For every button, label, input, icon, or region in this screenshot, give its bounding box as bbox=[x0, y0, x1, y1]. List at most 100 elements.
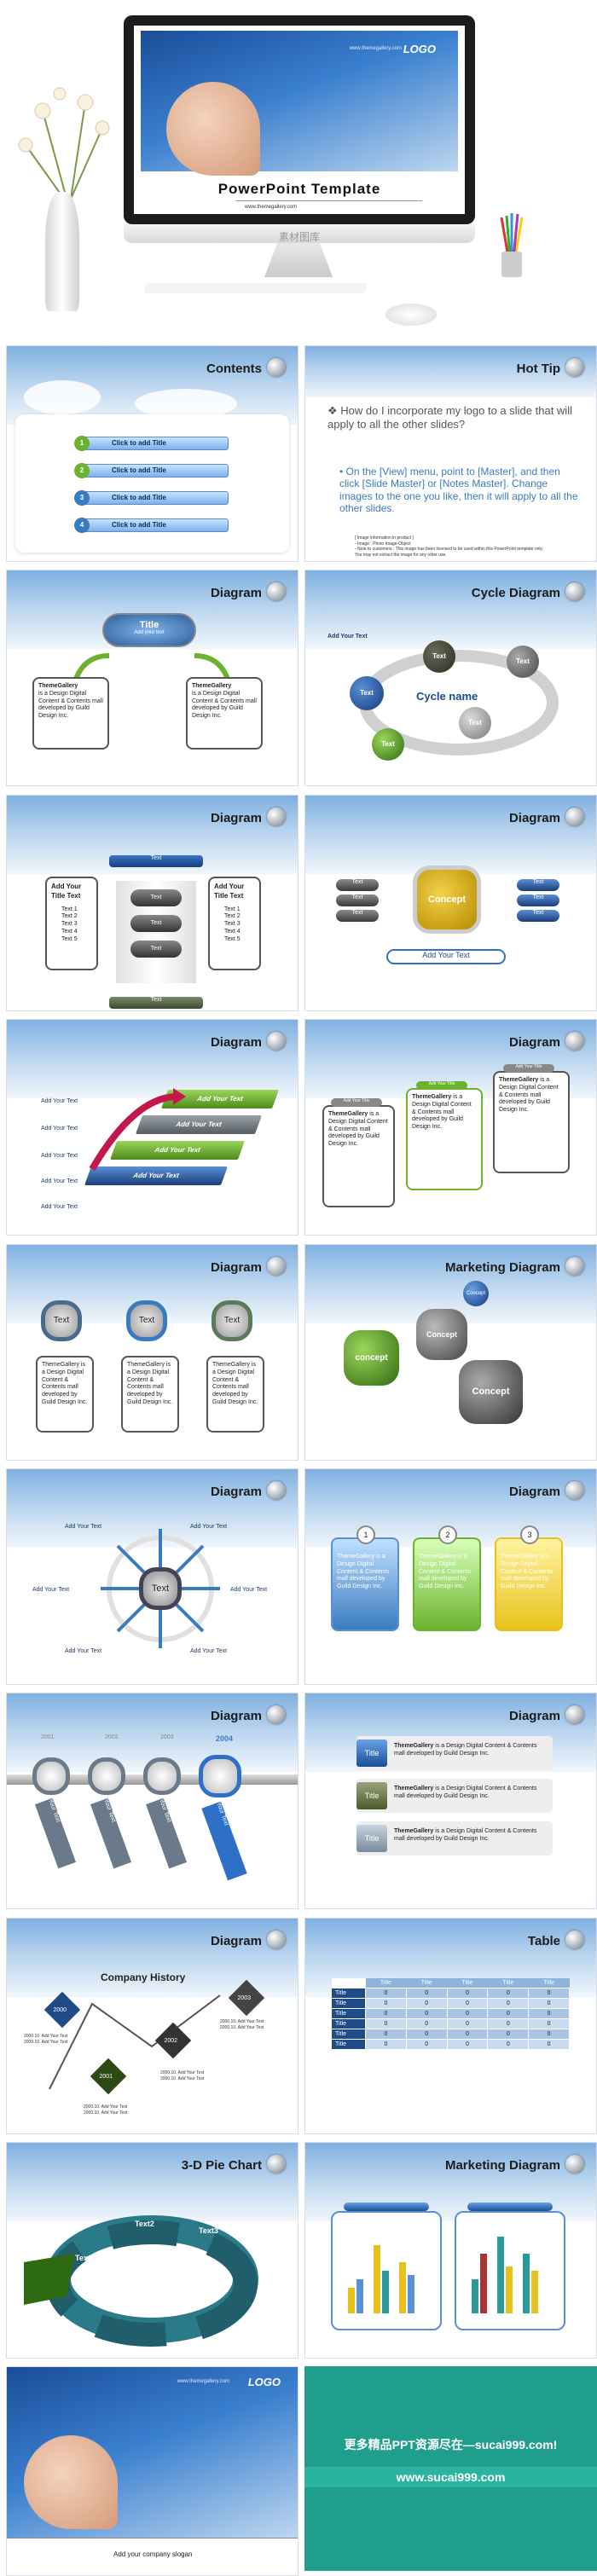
cloud bbox=[135, 389, 237, 419]
tip-question-text: How do I incorporate my logo to a slide … bbox=[327, 404, 572, 431]
bubble[interactable]: Concept bbox=[459, 1360, 523, 1424]
row-title[interactable]: Title bbox=[356, 1740, 387, 1767]
promo-banner[interactable]: 更多精品PPT资源尽在—sucai999.com! www.sucai999.c… bbox=[304, 2366, 597, 2571]
step-circle[interactable]: Text bbox=[212, 1300, 252, 1341]
watermark: 素材图库 bbox=[278, 231, 320, 243]
table-cell: 0 bbox=[528, 2039, 570, 2050]
drum: Text bbox=[130, 889, 182, 906]
slide-hottip[interactable]: Hot Tip ❖ How do I incorporate my logo t… bbox=[304, 345, 597, 562]
slide-diagram-8[interactable]: Diagram ThemeGallery is a Design Digital… bbox=[304, 1468, 597, 1685]
slide-diagram-10[interactable]: Diagram Title Title Title ThemeGallery i… bbox=[304, 1693, 597, 1909]
hub-label: Add Your Text bbox=[230, 1587, 268, 1593]
slide-badge-icon bbox=[565, 1257, 584, 1276]
cycle-node[interactable]: Text bbox=[423, 640, 455, 673]
timeline-key[interactable] bbox=[199, 1755, 241, 1797]
pie-label: Text4 bbox=[190, 2278, 210, 2286]
cycle-node[interactable]: Text bbox=[507, 645, 539, 678]
slide-table[interactable]: Table Title Title Title Title Title Titl… bbox=[304, 1918, 597, 2134]
key-tag: Your Text bbox=[145, 1797, 188, 1869]
slide-badge-icon bbox=[565, 808, 584, 826]
tube-number: 3 bbox=[520, 1525, 539, 1544]
slide-history[interactable]: Diagram Company History 2000 2001 2002 2… bbox=[6, 1918, 298, 2134]
step-circle[interactable]: Text bbox=[41, 1300, 82, 1341]
center-node[interactable]: Title Add your text bbox=[102, 613, 196, 647]
monitor-screen: www.themegallery.com LOGO PowerPoint Tem… bbox=[134, 26, 465, 214]
slide-closing[interactable]: www.themegallery.com LOGO Add your compa… bbox=[6, 2366, 298, 2576]
slide-marketing-2[interactable]: Marketing Diagram bbox=[304, 2142, 597, 2359]
tube-card[interactable]: ThemeGallery is a Design Digital Content… bbox=[413, 1537, 481, 1631]
sky-bg bbox=[7, 2143, 298, 2221]
center-title: Title bbox=[139, 620, 159, 630]
hero-title: PowerPoint Template bbox=[217, 181, 381, 197]
bubble[interactable]: Concept bbox=[463, 1281, 489, 1306]
timeline-key[interactable] bbox=[143, 1757, 181, 1795]
bubble[interactable]: Concept bbox=[416, 1309, 467, 1360]
slide-title: Cycle Diagram bbox=[471, 586, 560, 600]
cycle-node[interactable]: Text bbox=[372, 728, 404, 761]
list-item: Text 1 bbox=[224, 906, 241, 912]
sky-bg bbox=[7, 1469, 298, 1548]
slide-title: Diagram bbox=[210, 1035, 262, 1050]
year: 2004 bbox=[216, 1734, 234, 1743]
card-body: is a Design Digital Content & Contents m… bbox=[328, 1111, 388, 1147]
card-head: ThemeGallery bbox=[328, 1111, 368, 1117]
concept-circle[interactable]: Concept bbox=[413, 865, 481, 934]
table-header: Title bbox=[447, 1978, 488, 1988]
bubble[interactable]: concept bbox=[344, 1330, 399, 1386]
cycle-node[interactable]: Text bbox=[459, 707, 491, 739]
slide-badge-icon bbox=[565, 1931, 584, 1949]
hub-center[interactable]: Text bbox=[139, 1567, 182, 1610]
card-body: ThemeGallery is a Design Digital Content… bbox=[501, 1554, 554, 1589]
history-entry: 2000.10. Add Your Text bbox=[24, 2034, 68, 2039]
table-cell: 0 bbox=[528, 2008, 570, 2019]
step-circle[interactable]: Text bbox=[126, 1300, 167, 1341]
slide-cycle[interactable]: Cycle Diagram Add Your Text Cycle name T… bbox=[304, 570, 597, 786]
drum: Text bbox=[336, 910, 379, 922]
card-body: ThemeGallery is a Design Digital Content… bbox=[337, 1554, 390, 1589]
slide-diagram-4[interactable]: Diagram Add Your Text Add Your Text Add … bbox=[6, 1019, 298, 1236]
slide-diagram-6[interactable]: Diagram Text Text Text ThemeGallery is a… bbox=[6, 1244, 298, 1461]
sky-bg bbox=[305, 346, 596, 397]
timeline-key[interactable] bbox=[32, 1757, 70, 1795]
slide-badge-icon bbox=[267, 358, 286, 377]
key-tag: Your Text bbox=[90, 1797, 132, 1869]
card-head: ThemeGallery bbox=[499, 1077, 539, 1083]
vase bbox=[45, 192, 79, 311]
row-title[interactable]: Title bbox=[356, 1825, 387, 1852]
promo-link[interactable]: www.sucai999.com bbox=[304, 2467, 597, 2487]
list-item: Text 2 bbox=[61, 913, 78, 920]
history-year: 2001 bbox=[99, 2073, 113, 2080]
cycle-node[interactable]: Text bbox=[350, 676, 384, 710]
bottom-label[interactable]: Add Your Text bbox=[386, 949, 506, 964]
frame-cap bbox=[467, 2203, 553, 2211]
row-title[interactable]: Title bbox=[356, 1782, 387, 1809]
slide-diagram-5[interactable]: Diagram ThemeGallery is a Design Digital… bbox=[304, 1019, 597, 1236]
slide-diagram-7[interactable]: Diagram Text Add Your Text Add Your Text… bbox=[6, 1468, 298, 1685]
tube-card[interactable]: ThemeGallery is a Design Digital Content… bbox=[495, 1537, 563, 1631]
table-cell: 0 bbox=[446, 2039, 489, 2050]
bottom-label: Text bbox=[109, 997, 203, 1009]
card-tag: Add Your Title bbox=[503, 1064, 554, 1073]
slide-marketing-1[interactable]: Marketing Diagram Concept concept Concep… bbox=[304, 1244, 597, 1461]
frame-cap bbox=[344, 2203, 429, 2211]
slide-diagram-2[interactable]: Diagram Text Text Text Text Text Add You… bbox=[6, 795, 298, 1011]
row-header: Title bbox=[331, 2018, 366, 2029]
list-item: Text 3 bbox=[224, 921, 241, 927]
slide-pie[interactable]: 3-D Pie Chart Text1 Text2 Text3 Text4 Te… bbox=[6, 2142, 298, 2359]
slide-diagram-1[interactable]: Diagram Title Add your text ThemeGallery… bbox=[6, 570, 298, 786]
slide-diagram-9[interactable]: Diagram 2001 2002 2003 2004 Your Text Yo… bbox=[6, 1693, 298, 1909]
slide-diagram-3[interactable]: Diagram Concept Text Text Text Text Text… bbox=[304, 795, 597, 1011]
timeline-key[interactable] bbox=[88, 1757, 125, 1795]
slide-badge-icon bbox=[565, 2155, 584, 2174]
tube-card[interactable]: ThemeGallery is a Design Digital Content… bbox=[331, 1537, 399, 1631]
